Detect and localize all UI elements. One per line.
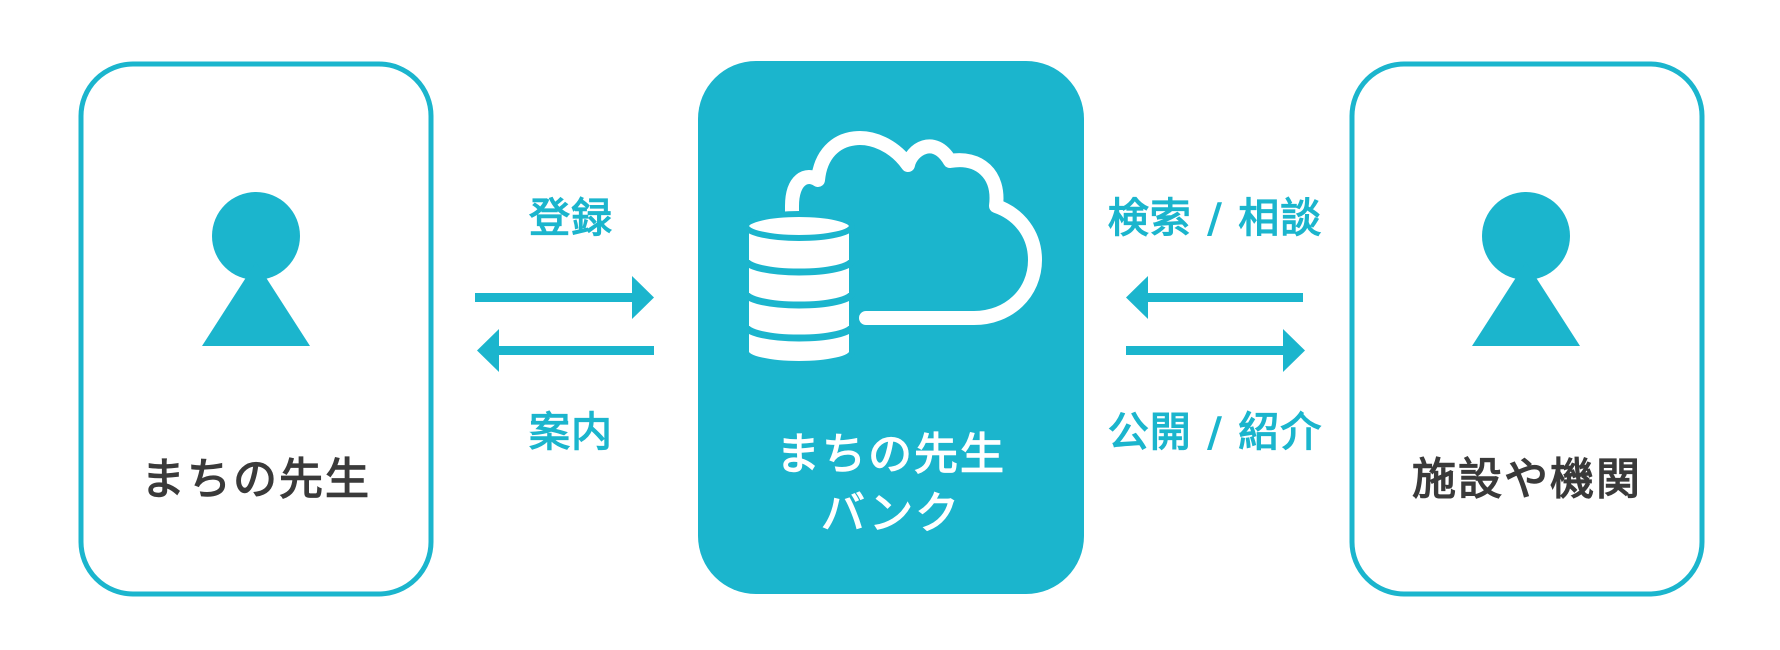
right-box-label: 施設や機関 bbox=[1412, 454, 1642, 505]
arrow-register-right bbox=[475, 276, 654, 319]
arrow-label-search-consult: 検索 / 相談 bbox=[1107, 194, 1323, 242]
arrow-guide-left bbox=[477, 329, 654, 372]
arrow-publish-right bbox=[1126, 329, 1305, 372]
left-person-icon bbox=[202, 192, 310, 346]
right-box bbox=[1349, 61, 1705, 597]
arrow-label-guide: 案内 bbox=[529, 408, 613, 456]
center-box-label-line1: まちの先生 bbox=[776, 429, 1006, 480]
cloud-icon bbox=[785, 131, 1042, 325]
right-person-icon bbox=[1472, 192, 1580, 346]
left-box bbox=[78, 61, 434, 597]
left-box-label: まちの先生 bbox=[141, 454, 371, 505]
arrow-search-left bbox=[1126, 276, 1303, 319]
database-icon bbox=[742, 211, 856, 367]
center-box-label-line2: バンク bbox=[820, 488, 962, 539]
arrow-label-publish-introduce: 公開 / 紹介 bbox=[1107, 408, 1323, 456]
arrow-label-register: 登録 bbox=[529, 194, 613, 242]
